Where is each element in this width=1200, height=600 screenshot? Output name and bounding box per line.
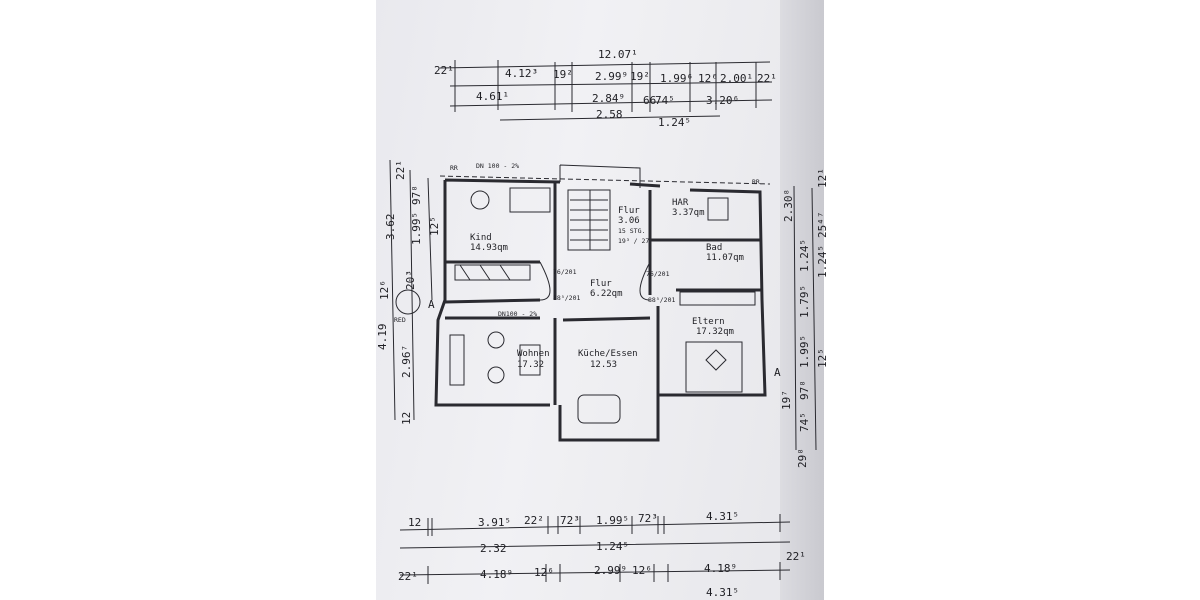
dim-t12: 66 <box>643 94 656 107</box>
dim-b8: 2.32 <box>480 542 507 555</box>
section-red: RED <box>394 316 406 324</box>
dim-total: 12.07¹ <box>598 48 638 61</box>
stairs <box>567 189 611 251</box>
outer-walls <box>434 164 767 442</box>
room-flur-mid-area: 6.22qm <box>590 289 623 299</box>
dim-t2: 4.12³ <box>505 67 538 80</box>
room-wohnen-name: Wohnen <box>517 349 550 359</box>
rr-left: RR <box>450 164 458 172</box>
furniture <box>449 187 756 424</box>
dim-r9: 12⁵ <box>816 348 829 368</box>
door-label-1: 76/201 <box>553 268 577 276</box>
door-label-3: 88⁵/201 <box>553 294 580 302</box>
dim-t14: 3.20⁶ <box>706 94 739 107</box>
dim-r3: 1.79⁵ <box>798 285 811 318</box>
bottom-dimension-chain: 12 3.91⁵ 22² 72³ 1.99⁵ 72³ 4.31⁵ 2.32 1.… <box>398 510 806 599</box>
dim-b5: 1.99⁵ <box>596 514 629 527</box>
top-dimension-chain: 12.07¹ 22¹ 4.12³ 19² 2.99⁹ 19² 1.99⁶ 12⁶… <box>434 48 777 129</box>
dim-l9: 2.96⁷ <box>400 345 413 378</box>
room-bad-name: Bad <box>706 243 722 253</box>
dim-b12: 12⁶ <box>534 566 554 579</box>
dim-t9: 22¹ <box>757 72 777 85</box>
dim-l5: 3.62 <box>384 214 397 241</box>
dim-b2: 3.91⁵ <box>478 516 511 529</box>
dim-b14: 12⁶ <box>632 564 652 577</box>
roof-note-mid: DN100 - 2% <box>498 310 537 318</box>
dim-t16: 1.24⁵ <box>658 116 691 129</box>
dim-r6: 97⁸ <box>798 380 811 400</box>
room-eltern-name: Eltern <box>692 317 725 327</box>
dim-b17: 4.31⁵ <box>706 586 739 599</box>
dim-b6: 72³ <box>638 512 658 525</box>
dim-b7: 4.31⁵ <box>706 510 739 523</box>
dim-l6: 20³ <box>404 270 417 290</box>
dim-l4: 12⁵ <box>428 216 441 236</box>
dim-b1: 12 <box>408 516 421 529</box>
dim-t11: 2.84⁹ <box>592 92 625 105</box>
dim-t7: 12⁶ <box>698 72 718 85</box>
dim-t4: 2.99⁹ <box>595 70 628 83</box>
dim-b16: 22¹ <box>786 550 806 563</box>
interior-walls <box>444 182 762 405</box>
dim-r8: 29⁸ <box>796 448 809 468</box>
room-bad-area: 11.07qm <box>706 253 744 263</box>
room-flur-top-stairs: 15 STG. <box>618 227 645 235</box>
dim-t13: 74⁵ <box>655 94 675 107</box>
dim-t15: 2.58 <box>596 108 623 121</box>
dim-r7: 74⁵ <box>798 412 811 432</box>
dim-b9: 1.24⁵ <box>596 540 629 553</box>
dim-b11: 4.18⁹ <box>480 568 513 581</box>
dim-l10: 12 <box>400 412 413 425</box>
right-dimension-chain: 2.30⁸ 1.24⁵ 1.79⁵ 1.99⁵ 19⁷ 97⁸ 74⁵ 29⁸ … <box>780 168 829 468</box>
dim-l1: 22¹ <box>394 160 407 180</box>
room-flur-top-name: Flur <box>618 206 640 216</box>
room-kueche-name: Küche/Essen <box>578 349 638 359</box>
dim-t5: 19² <box>630 70 650 83</box>
dim-b15: 4.18⁹ <box>704 562 737 575</box>
roof-note-top: DN 100 - 2% <box>476 162 519 170</box>
door-label-4: 88⁵/201 <box>648 296 675 304</box>
dim-b4: 72³ <box>560 514 580 527</box>
dim-b3: 22² <box>524 514 544 527</box>
rr-right: RR <box>752 178 760 186</box>
room-kind-area: 14.93qm <box>470 243 508 253</box>
dim-r10: 1.24⁵ <box>816 245 829 278</box>
section-mark-right: A <box>774 366 781 379</box>
dim-b10: 22¹ <box>398 570 418 583</box>
section-mark-left: A <box>428 298 435 311</box>
dim-t8: 2.00¹ <box>720 72 753 85</box>
dim-r1: 2.30⁸ <box>782 189 795 222</box>
room-kueche-area: 12.53 <box>590 360 617 370</box>
dim-t6: 1.99⁶ <box>660 72 693 85</box>
dim-t3: 19² <box>553 68 573 81</box>
dim-r4: 1.99⁵ <box>798 335 811 368</box>
left-dimension-chain: 22¹ 97⁸ 1.99⁵ 12⁵ 3.62 20³ 12⁶ 4.19 2.96… <box>376 159 441 425</box>
room-wohnen-area: 17.32 <box>517 360 544 370</box>
room-kind-name: Kind <box>470 233 492 243</box>
room-labels: Kind 14.93qm Flur 3.06 15 STG. 19³ / 27 … <box>470 198 744 370</box>
room-flur-top-ratio: 19³ / 27 <box>618 237 649 245</box>
dim-r12: 25⁴⁷ <box>816 212 829 239</box>
dim-r11: 12¹ <box>816 168 829 188</box>
dim-t10: 4.61¹ <box>476 90 509 103</box>
sheet-edge <box>780 0 824 600</box>
room-har-name: HAR <box>672 198 689 208</box>
dim-l3: 1.99⁵ <box>410 212 423 245</box>
room-eltern-area: 17.32qm <box>696 327 734 337</box>
dim-t1: 22¹ <box>434 64 454 77</box>
dim-l2: 97⁸ <box>410 185 423 205</box>
dim-r5: 19⁷ <box>780 390 793 410</box>
dim-l7: 12⁶ <box>378 280 391 300</box>
dim-b13: 2.99⁹ <box>594 564 627 577</box>
door-label-2: 76/201 <box>646 270 670 278</box>
dim-l8: 4.19 <box>376 324 389 351</box>
dim-r2: 1.24⁵ <box>798 239 811 272</box>
room-flur-mid-name: Flur <box>590 279 612 289</box>
room-har-area: 3.37qm <box>672 208 705 218</box>
room-flur-top-area: 3.06 <box>618 216 640 226</box>
